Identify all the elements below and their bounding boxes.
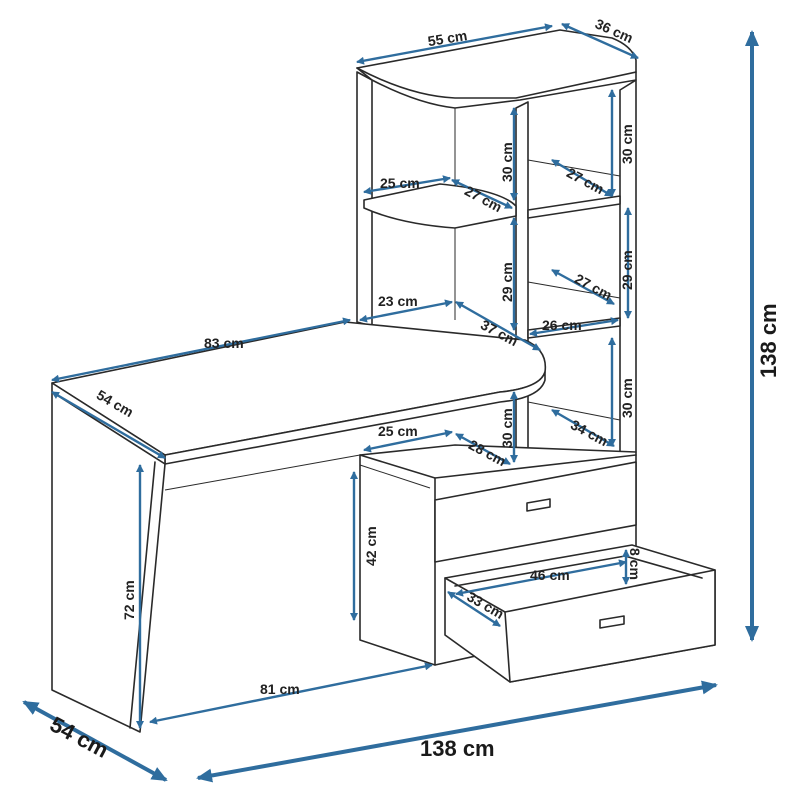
label-lower-left-width: 23 cm [378, 293, 418, 309]
label-mid-right-height: 29 cm [619, 250, 635, 290]
label-upper-shelf-width: 25 cm [380, 175, 420, 191]
label-upper-right-height: 30 cm [619, 124, 635, 164]
label-overall-width: 138 cm [420, 736, 495, 761]
label-bottom-right-depth: 34 cm [568, 416, 611, 449]
top-drawer [434, 461, 637, 563]
shelf-center-divider [515, 101, 529, 466]
label-mid-right-depth: 27 cm [572, 270, 615, 303]
shelf-top-board [356, 29, 637, 109]
label-upper-left-height: 30 cm [499, 142, 515, 182]
label-knee-space: 81 cm [260, 681, 300, 697]
label-lower-right-height: 30 cm [619, 378, 635, 418]
label-upper-right-depth: 27 cm [564, 164, 607, 197]
label-desk-height: 72 cm [121, 580, 137, 620]
label-shelf-top-width: 55 cm [427, 27, 469, 49]
label-desk-width: 83 cm [204, 335, 244, 351]
label-overall-height: 138 cm [756, 303, 781, 378]
label-drawer-height: 8 cm [627, 548, 643, 580]
label-mid-left-height: 29 cm [499, 262, 515, 302]
dimension-lines [22, 22, 759, 783]
label-drawer-width: 46 cm [530, 567, 570, 583]
label-overall-depth: 54 cm [46, 711, 113, 762]
label-under-desk-height: 30 cm [499, 408, 515, 448]
label-cabinet-height: 42 cm [363, 526, 379, 566]
label-under-desk-width: 25 cm [378, 423, 418, 439]
label-mid-right-width: 26 cm [542, 317, 582, 333]
desk-drawing [51, 29, 716, 733]
